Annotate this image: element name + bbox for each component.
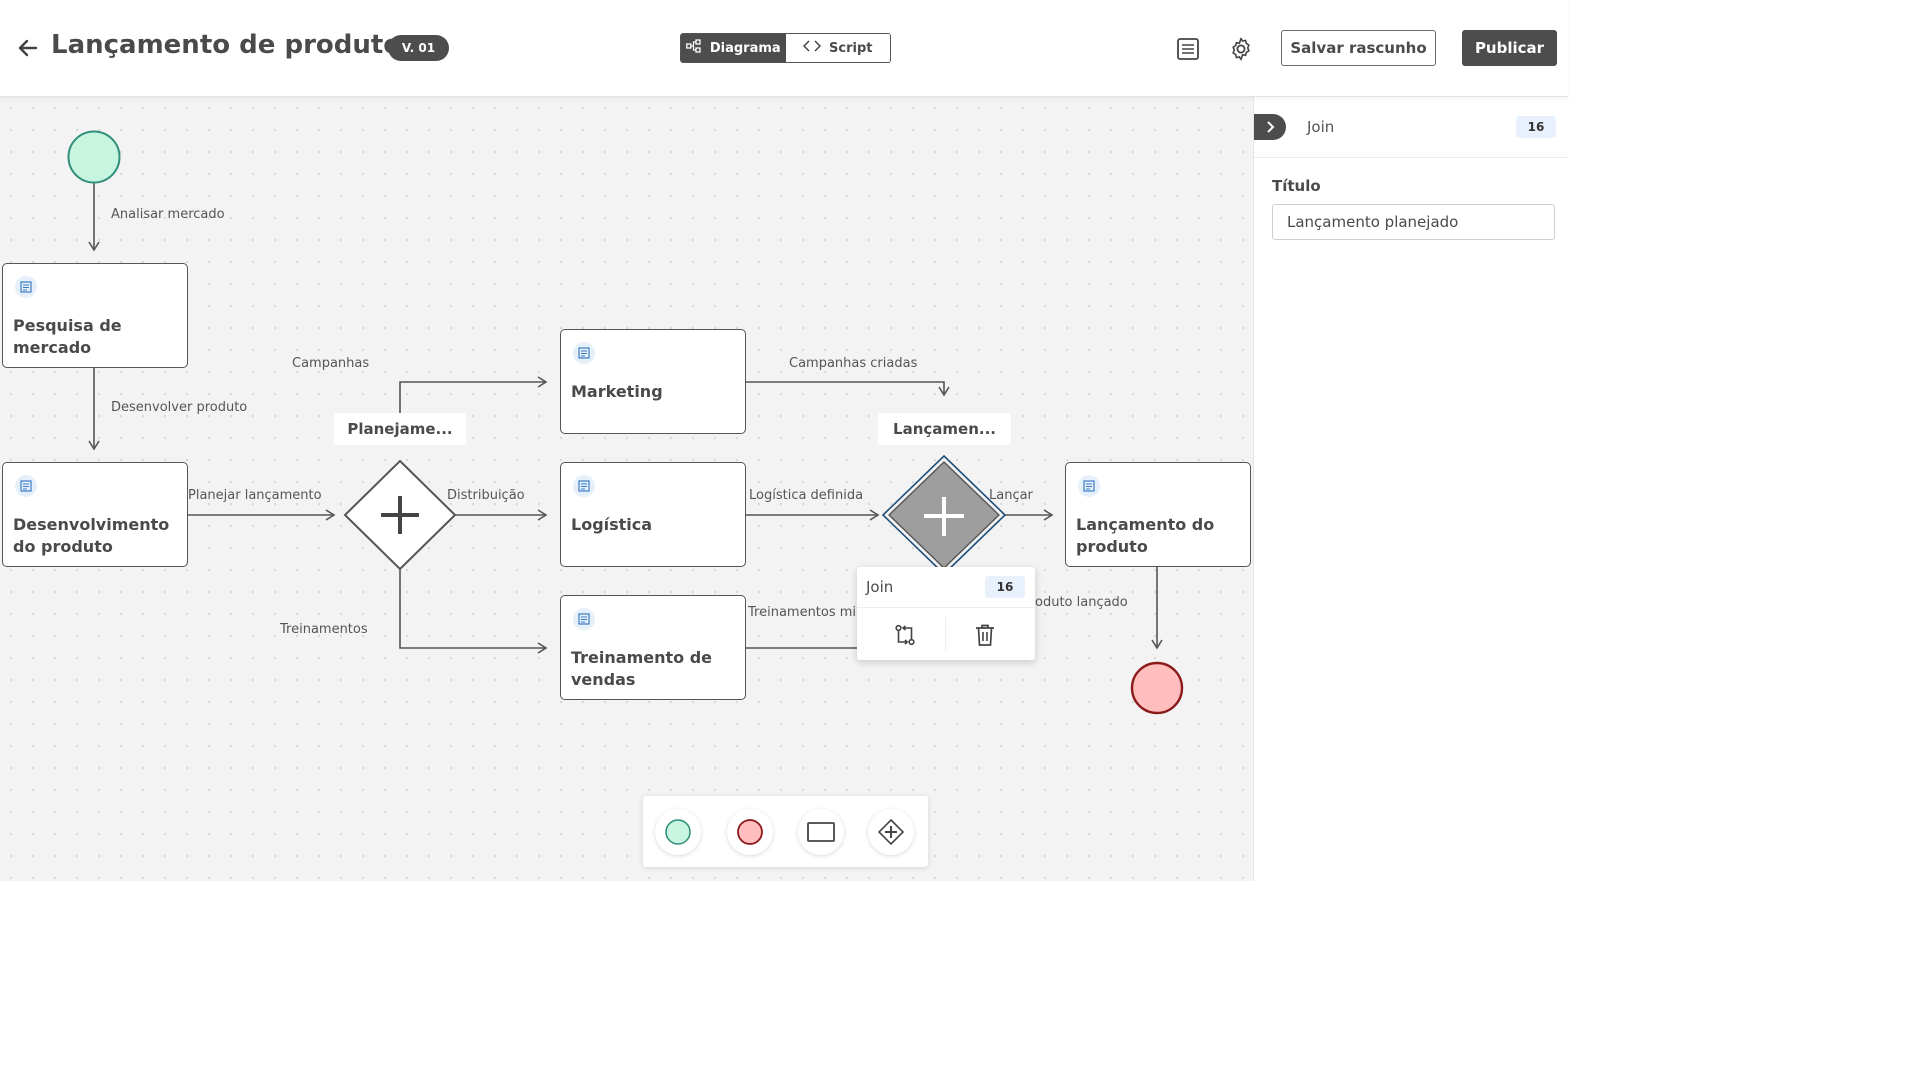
task-name: Lançamento do produto xyxy=(1076,515,1215,556)
version-badge: V. 01 xyxy=(388,35,449,61)
task-treinamento-de-vendas[interactable]: Treinamento de vendas xyxy=(560,595,746,700)
task-rect-icon xyxy=(807,822,835,842)
tab-script[interactable]: Script xyxy=(785,34,890,62)
add-end-event-tool[interactable] xyxy=(727,809,773,855)
edge-campanhas[interactable] xyxy=(399,376,548,413)
parallel-gateway-icon xyxy=(877,818,905,846)
document-icon[interactable] xyxy=(1175,36,1201,62)
task-icon xyxy=(15,276,37,298)
tab-script-label: Script xyxy=(829,40,873,56)
task-icon xyxy=(15,475,37,497)
view-toggle: Diagrama Script xyxy=(680,33,891,63)
context-menu-type: Join xyxy=(866,578,894,596)
edge-treinamentos[interactable] xyxy=(399,569,548,654)
task-icon xyxy=(573,475,595,497)
start-event[interactable] xyxy=(67,130,121,184)
save-draft-button[interactable]: Salvar rascunho xyxy=(1281,30,1436,66)
edge-label-treinamentos-min: Treinamentos mir xyxy=(748,605,862,620)
tab-diagram[interactable]: Diagrama xyxy=(681,34,786,62)
edge-label-produto-lancado: oduto lançado xyxy=(1035,595,1128,610)
task-lancamento-do-produto[interactable]: Lançamento do produto xyxy=(1065,462,1251,567)
collapse-panel-button[interactable] xyxy=(1254,114,1286,140)
divider xyxy=(945,617,946,651)
diagram-canvas[interactable]: Analisar mercado Desenvolver produto Pla… xyxy=(0,97,1253,881)
task-name: Marketing xyxy=(571,382,663,401)
task-pesquisa-de-mercado[interactable]: Pesquisa de mercado xyxy=(2,263,188,368)
edge-label-campanhas: Campanhas xyxy=(292,356,370,371)
page-title: Lançamento de produto xyxy=(51,30,402,60)
panel-element-count: 16 xyxy=(1516,116,1556,138)
add-start-event-tool[interactable] xyxy=(655,809,701,855)
task-icon xyxy=(573,608,595,630)
edge-label-campanhas-criadas: Campanhas criadas xyxy=(789,356,918,371)
context-menu-count: 16 xyxy=(985,576,1025,598)
tab-diagram-label: Diagrama xyxy=(709,40,781,56)
edge-label-analisar: Analisar mercado xyxy=(111,207,225,222)
task-icon xyxy=(573,342,595,364)
edge-label-lancar: Lançar xyxy=(989,488,1033,503)
diagram-icon xyxy=(685,39,702,57)
split-gateway-label[interactable]: Planejame... xyxy=(334,413,466,445)
title-input[interactable] xyxy=(1272,204,1555,240)
start-event-icon xyxy=(665,819,691,845)
add-gateway-tool[interactable] xyxy=(868,809,914,855)
divider xyxy=(1254,157,1569,158)
task-marketing[interactable]: Marketing xyxy=(560,329,746,434)
chevron-right-icon xyxy=(1267,121,1275,133)
task-name: Pesquisa de mercado xyxy=(13,316,122,357)
edge-label-treinamentos: Treinamentos xyxy=(280,622,368,637)
publish-button[interactable]: Publicar xyxy=(1462,30,1557,66)
replace-icon[interactable] xyxy=(893,623,917,651)
code-icon xyxy=(802,40,822,56)
split-gateway[interactable] xyxy=(343,459,457,571)
edge-label-distribuicao: Distribuição xyxy=(447,488,525,503)
diagram-edges xyxy=(67,130,1184,715)
edge-campanhas-criadas[interactable] xyxy=(745,381,950,397)
join-gateway-label[interactable]: Lançamen... xyxy=(878,413,1011,445)
back-arrow-icon[interactable] xyxy=(16,36,40,60)
task-logistica[interactable]: Logística xyxy=(560,462,746,567)
add-task-tool[interactable] xyxy=(798,809,844,855)
task-icon xyxy=(1078,475,1100,497)
join-gateway[interactable] xyxy=(881,454,1007,576)
end-event[interactable] xyxy=(1130,661,1184,715)
top-bar: Lançamento de produto V. 01 Diagrama Scr… xyxy=(0,0,1568,97)
edge-label-desenvolver: Desenvolver produto xyxy=(111,400,248,415)
gear-icon[interactable] xyxy=(1228,36,1254,62)
properties-panel: Join 16 Título xyxy=(1253,97,1569,881)
end-event-icon xyxy=(737,819,763,845)
task-desenvolvimento-do-produto[interactable]: Desenvolvimento do produto xyxy=(2,462,188,567)
divider xyxy=(857,607,1035,608)
task-name: Logística xyxy=(571,515,653,534)
trash-icon[interactable] xyxy=(974,623,996,651)
task-name: Treinamento de vendas xyxy=(571,648,712,689)
element-context-menu: Join 16 xyxy=(857,567,1035,660)
title-field-label: Título xyxy=(1272,177,1321,195)
task-name: Desenvolvimento do produto xyxy=(13,515,170,556)
edge-label-planejar: Planejar lançamento xyxy=(188,488,322,503)
panel-element-type: Join xyxy=(1307,118,1335,136)
edge-label-logistica-definida: Logística definida xyxy=(749,488,864,503)
element-palette xyxy=(643,796,928,867)
